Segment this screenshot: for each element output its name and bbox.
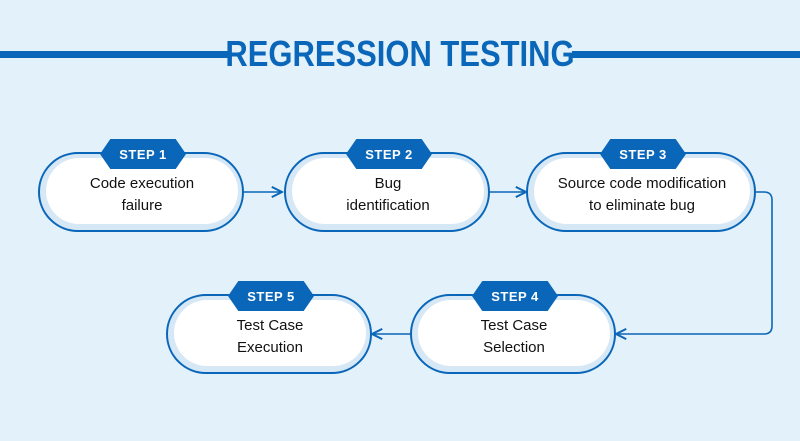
step-1-card: Code execution failure STEP 1 xyxy=(38,139,244,232)
step-1-text: Code execution failure xyxy=(89,175,195,214)
step-2-body: Bug identification xyxy=(292,158,484,224)
step-4-body: Test Case Selection xyxy=(418,300,610,366)
title-rule-left xyxy=(0,51,228,58)
step-2-badge: STEP 2 xyxy=(346,139,432,169)
step-3-text: Source code modification to eliminate bu… xyxy=(557,175,727,214)
step-4-text: Test Case Selection xyxy=(480,317,548,356)
step-1-body: Code execution failure xyxy=(46,158,238,224)
step-3-badge: STEP 3 xyxy=(600,139,686,169)
step-5-text: Test Case Execution xyxy=(236,317,304,356)
step-3-card: Source code modification to eliminate bu… xyxy=(526,139,756,232)
title-rule-right xyxy=(572,51,800,58)
step-4-card: Test Case Selection STEP 4 xyxy=(410,281,616,374)
step-5-body: Test Case Execution xyxy=(174,300,366,366)
arrow-step3-to-step4 xyxy=(616,191,773,334)
step-1-badge: STEP 1 xyxy=(100,139,186,169)
page-title: REGRESSION TESTING xyxy=(225,33,575,74)
step-5-card: Test Case Execution STEP 5 xyxy=(166,281,372,374)
step-2-text: Bug identification xyxy=(346,175,430,214)
step-4-badge: STEP 4 xyxy=(472,281,558,311)
step-5-badge: STEP 5 xyxy=(228,281,314,311)
step-3-body: Source code modification to eliminate bu… xyxy=(534,158,750,224)
step-2-card: Bug identification STEP 2 xyxy=(284,139,490,232)
